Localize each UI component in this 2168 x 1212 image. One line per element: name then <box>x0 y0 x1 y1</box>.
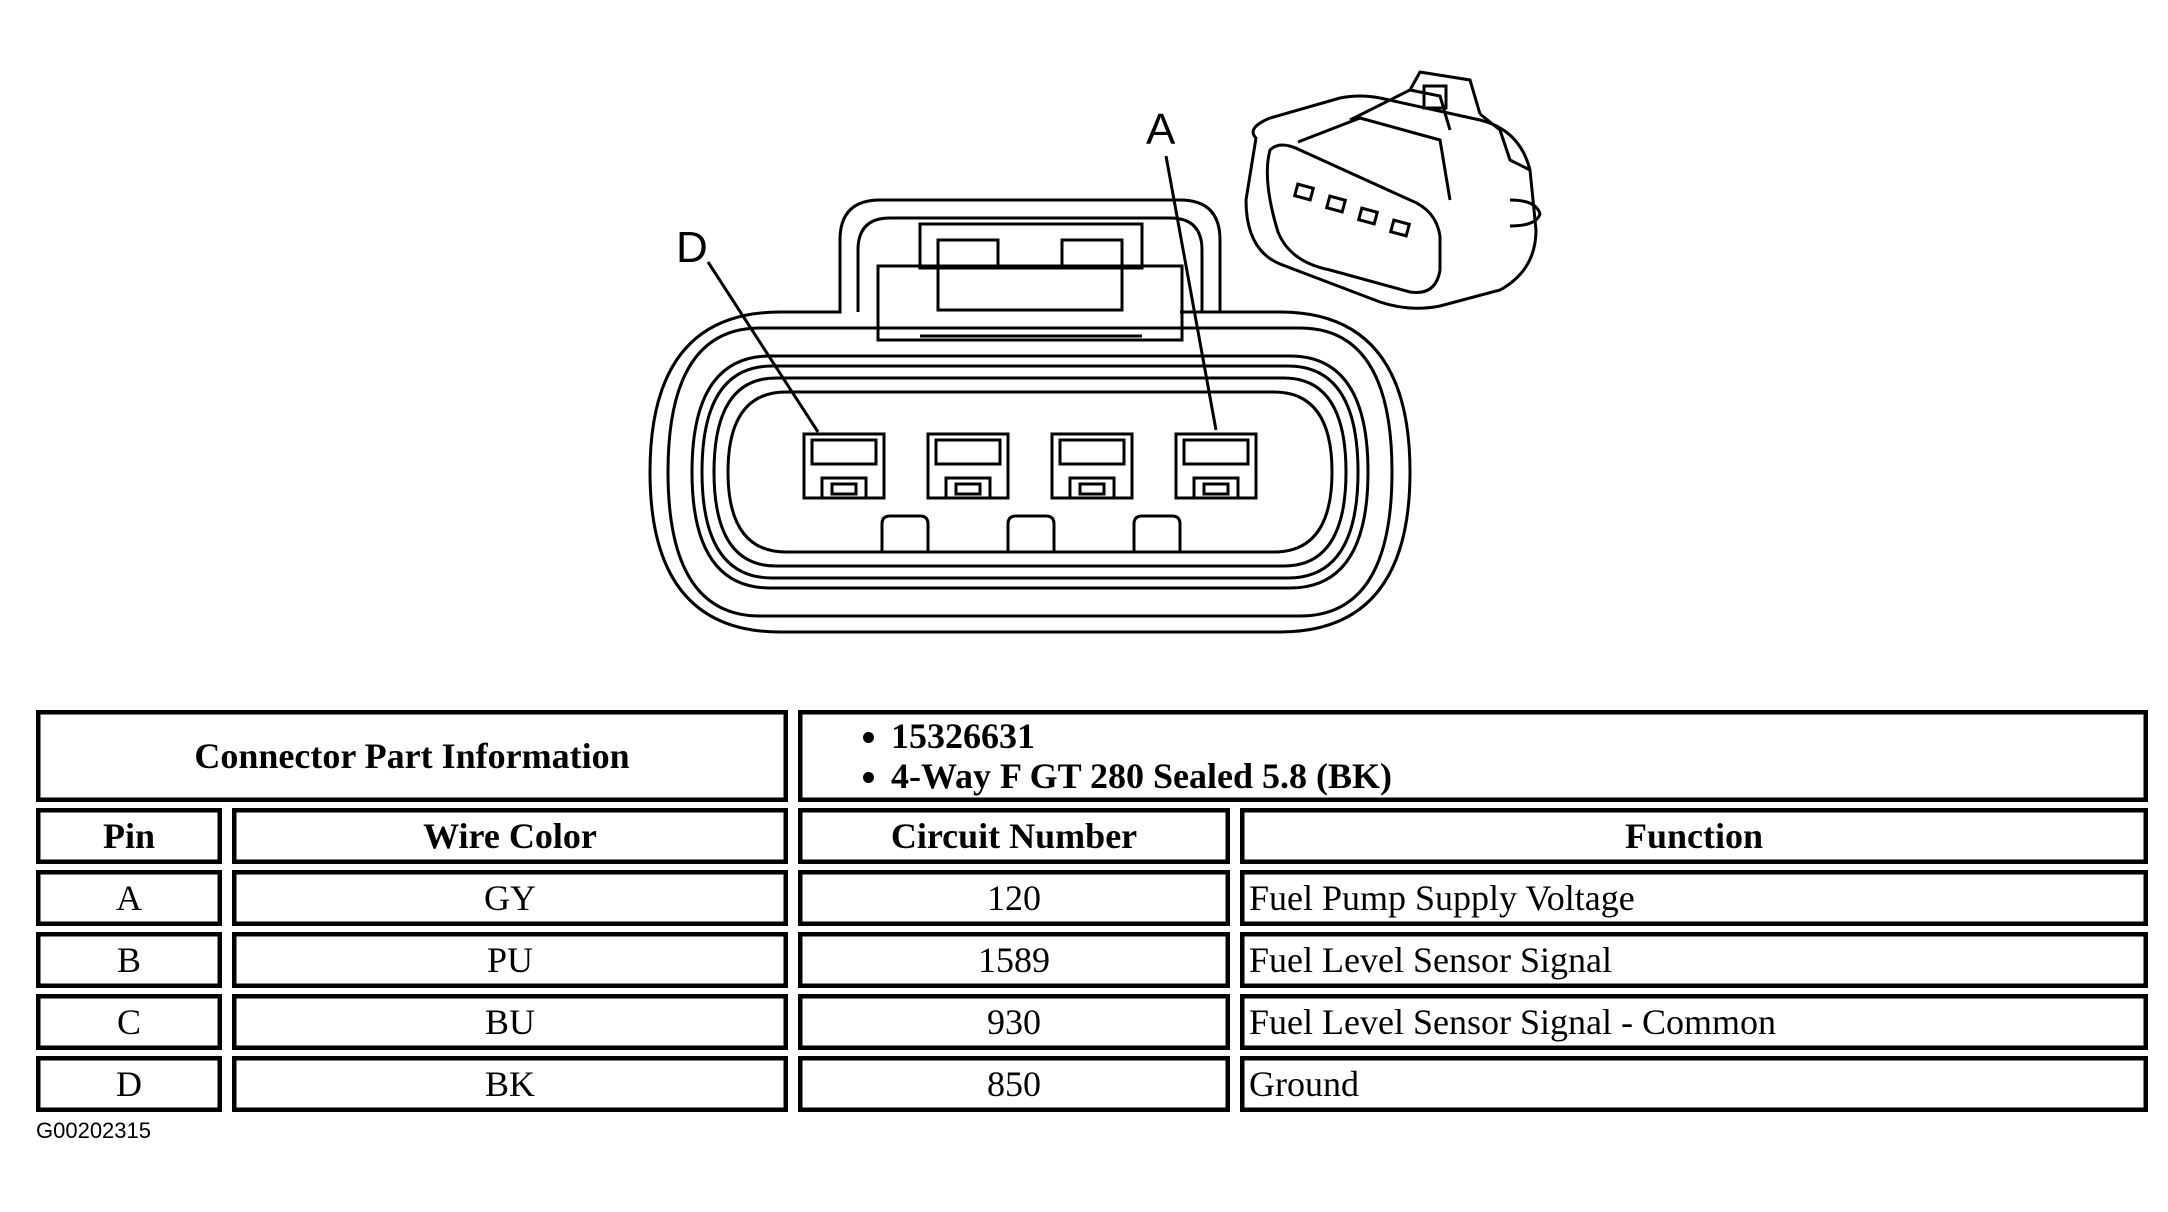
pin-cell: A <box>36 870 222 926</box>
keying-rib-2 <box>1006 514 1056 552</box>
connector-table: Connector Part Information 15326631 4-Wa… <box>36 704 2149 1118</box>
pin-label-a: A <box>1146 105 1176 154</box>
wire-color-cell: BU <box>232 994 788 1050</box>
terminal-d <box>802 432 886 500</box>
terminal-a <box>1174 432 1258 500</box>
wire-color-cell: PU <box>232 932 788 988</box>
table-row: C BU 930 Fuel Level Sensor Signal - Comm… <box>36 994 2149 1050</box>
connector-outer-shell <box>648 198 1412 634</box>
column-header-pin: Pin <box>36 808 222 864</box>
terminal-c <box>926 432 1010 500</box>
pin-cell: D <box>36 1056 222 1112</box>
circuit-number-cell: 1589 <box>798 932 1230 988</box>
wire-color-cell: GY <box>232 870 788 926</box>
part-info-row: Connector Part Information 15326631 4-Wa… <box>36 710 2149 802</box>
function-cell: Fuel Level Sensor Signal - Common <box>1240 994 2149 1050</box>
part-description: 4-Way F GT 280 Sealed 5.8 (BK) <box>891 756 2139 796</box>
connector-seal-ring-1 <box>690 354 1370 590</box>
header-row: Pin Wire Color Circuit Number Function <box>36 808 2149 864</box>
column-header-circuit-number: Circuit Number <box>798 808 1230 864</box>
circuit-number-cell: 850 <box>798 1056 1230 1112</box>
lock-housing <box>876 264 1184 342</box>
leader-line-a <box>1164 155 1218 431</box>
pin-label-d: D <box>676 223 708 272</box>
column-header-function: Function <box>1240 808 2149 864</box>
part-info-list: 15326631 4-Way F GT 280 Sealed 5.8 (BK) <box>798 710 2149 802</box>
part-number: 15326631 <box>891 716 2139 756</box>
pin-cell: B <box>36 932 222 988</box>
connector-diagram: D A <box>648 70 1542 634</box>
function-cell: Ground <box>1240 1056 2149 1112</box>
column-header-wire-color: Wire Color <box>232 808 788 864</box>
terminal-b <box>1050 432 1134 500</box>
connector-3d-view <box>1244 70 1542 310</box>
table-row: D BK 850 Ground <box>36 1056 2149 1112</box>
table-row: A GY 120 Fuel Pump Supply Voltage <box>36 870 2149 926</box>
connector-inner-cavity <box>726 390 1334 554</box>
keying-rib-1 <box>880 514 930 552</box>
connector-seal-ring-outer <box>666 326 1394 618</box>
wire-color-cell: BK <box>232 1056 788 1112</box>
table-row: B PU 1589 Fuel Level Sensor Signal <box>36 932 2149 988</box>
leader-line-d <box>706 261 820 433</box>
connector-face-drawing <box>648 70 1542 634</box>
circuit-number-cell: 120 <box>798 870 1230 926</box>
part-info-header: Connector Part Information <box>36 710 788 802</box>
figure-id: G00202315 <box>36 1118 151 1143</box>
function-cell: Fuel Level Sensor Signal <box>1240 932 2149 988</box>
function-cell: Fuel Pump Supply Voltage <box>1240 870 2149 926</box>
circuit-number-cell: 930 <box>798 994 1230 1050</box>
pin-cell: C <box>36 994 222 1050</box>
keying-rib-3 <box>1132 514 1182 552</box>
